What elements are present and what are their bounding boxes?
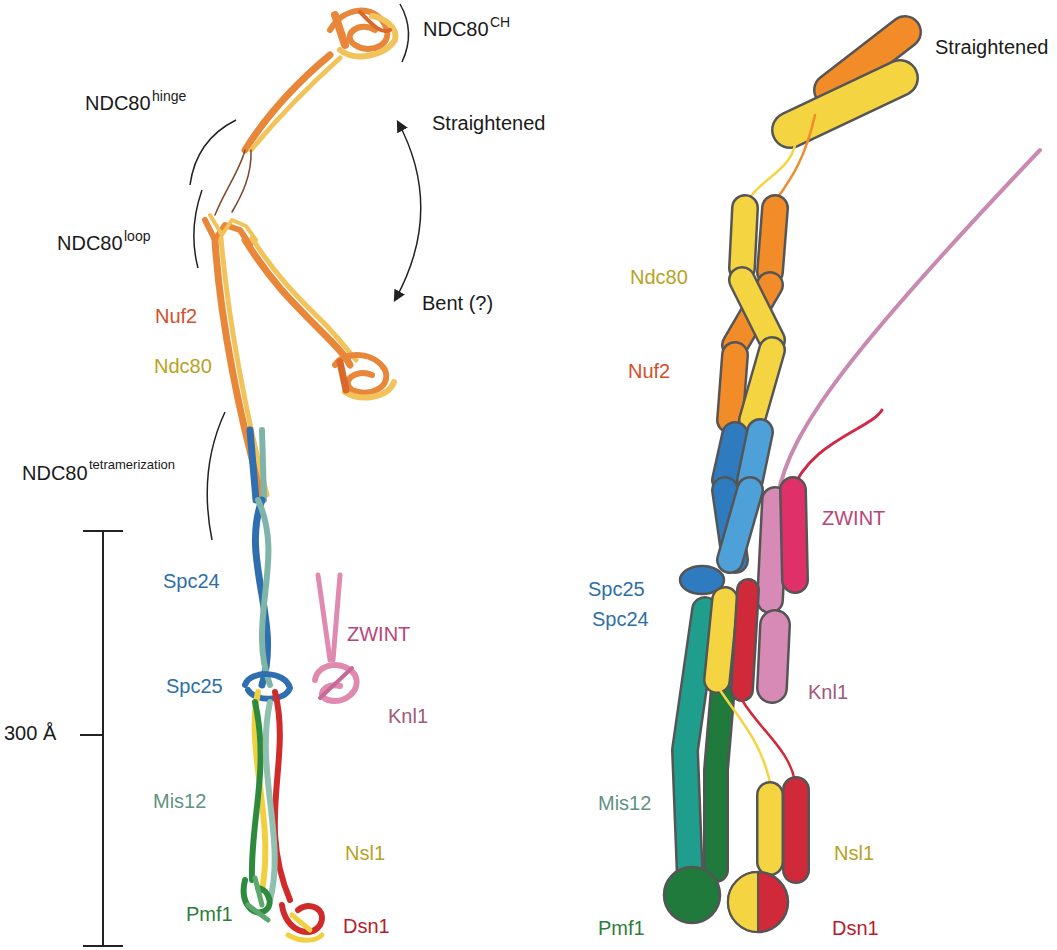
domain-label: NDC80 xyxy=(85,92,151,115)
protein-label: Spc24 xyxy=(592,608,649,631)
domain-superscript: loop xyxy=(124,228,150,244)
domain-superscript: tetramerization xyxy=(89,458,175,473)
cartoon-model xyxy=(664,32,1040,932)
protein-label: ZWINT xyxy=(347,623,410,646)
protein-label: Mis12 xyxy=(153,790,206,813)
protein-label: Spc25 xyxy=(588,578,645,601)
protein-label: Nsl1 xyxy=(834,842,874,865)
ribbon-model xyxy=(205,11,395,941)
scale-label: 300 Å xyxy=(4,722,56,745)
protein-label: Ndc80 xyxy=(630,266,688,289)
state-label: Straightened xyxy=(432,112,545,135)
scale-bar xyxy=(80,531,123,946)
conformation-arrow xyxy=(395,122,421,300)
domain-label: NDC80 xyxy=(423,18,489,41)
domain-label: NDC80 xyxy=(57,232,123,255)
protein-label: Spc24 xyxy=(163,570,220,593)
protein-label: Dsn1 xyxy=(832,917,879,940)
state-label: Straightened xyxy=(935,36,1048,59)
protein-label: Ndc80 xyxy=(154,355,212,378)
protein-label: Knl1 xyxy=(808,681,848,704)
protein-label: Knl1 xyxy=(388,705,428,728)
domain-superscript: CH xyxy=(490,14,510,30)
domain-superscript: hinge xyxy=(152,88,186,104)
domain-bracket xyxy=(190,4,409,540)
state-label: Bent (?) xyxy=(422,292,493,315)
protein-label: Pmf1 xyxy=(598,917,645,940)
protein-label: Nuf2 xyxy=(155,305,197,328)
protein-label: ZWINT xyxy=(822,507,885,530)
protein-label: Dsn1 xyxy=(343,915,390,938)
protein-label: Nuf2 xyxy=(628,360,670,383)
protein-label: Nsl1 xyxy=(345,842,385,865)
domain-label: NDC80 xyxy=(22,462,88,485)
protein-label: Mis12 xyxy=(598,792,651,815)
protein-label: Pmf1 xyxy=(186,903,233,926)
protein-label: Spc25 xyxy=(166,675,223,698)
